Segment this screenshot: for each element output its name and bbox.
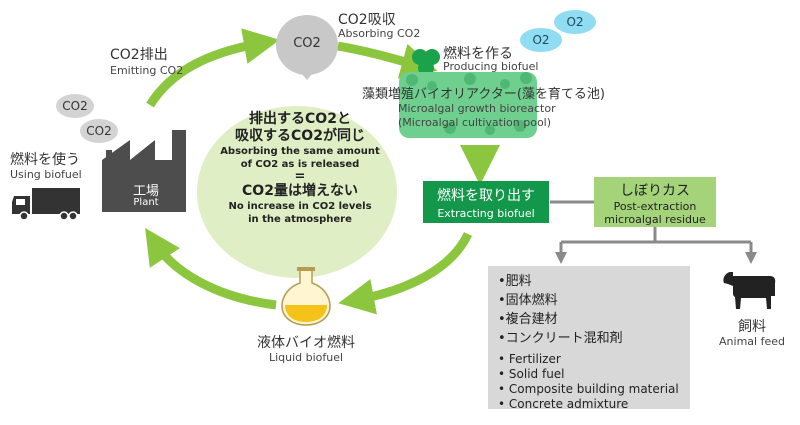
center-circle [197, 106, 397, 278]
center-jp-line2: 吸収するCO2が同じ [235, 128, 365, 144]
o2-bubble: O2 [520, 28, 562, 52]
bioreactor-label-en: Microalgal growth bioreactor [398, 102, 556, 115]
list-item: •固体燃料 [498, 293, 558, 308]
extract-label-en: Extracting biofuel [437, 207, 535, 220]
arrow-balloon-to-algae [337, 41, 438, 79]
co2-balloon [276, 15, 338, 75]
bioreactor-shape [399, 72, 537, 138]
center-en-line4: in the atmosphere [248, 214, 352, 225]
residue-label: しぼりカス [620, 183, 690, 199]
list-item: • Composite building material [498, 382, 679, 396]
center-en-line3: No increase in CO2 levels [228, 201, 372, 212]
residue-box: しぼりカス Post-extraction microalgal residue [594, 177, 716, 227]
co2-emit-label: CO2排出 [110, 47, 168, 63]
center-jp-line1: 排出するCO2と [249, 111, 351, 127]
balloon-knot [302, 74, 312, 80]
truck-icon [12, 188, 80, 221]
o2-bubble: O2 [554, 10, 596, 34]
bioreactor-label-en-sub: (Microalgal cultivation pool) [398, 116, 552, 129]
cow-icon [723, 272, 776, 309]
feed-label: 飼料 [738, 319, 766, 335]
co2-bubble: CO2 [80, 119, 118, 143]
liquid-label: 液体バイオ燃料 [257, 335, 355, 351]
extract-label: 燃料を取り出す [437, 188, 535, 204]
uses-list-en: • Fertilizer • Solid fuel • Composite bu… [498, 352, 690, 412]
center-message: 排出するCO2と 吸収するCO2が同じ Absorbing the same a… [205, 111, 395, 226]
list-item: • Concrete admixture [498, 397, 629, 411]
residue-label-en: Post-extraction [613, 200, 697, 213]
list-item: •肥料 [498, 274, 532, 289]
list-item: • Solid fuel [498, 367, 565, 381]
center-en-line2: of CO2 as is released [240, 159, 360, 170]
residue-label-en-sub: microalgal residue [604, 213, 706, 226]
bioreactor-label: 藻類増殖バイオリアクター(藻を育てる池) [362, 87, 605, 102]
use-fuel-label-en: Using biofuel [10, 168, 82, 181]
arrow-liquid-to-plant [145, 227, 277, 310]
use-fuel-label: 燃料を使う [10, 152, 80, 168]
produce-label: 燃料を作る [443, 46, 513, 62]
factory-icon [102, 130, 186, 212]
co2-absorb-label-en: Absorbing CO2 [338, 27, 421, 40]
list-item: • Fertilizer [498, 352, 561, 366]
center-equals: = [294, 169, 306, 184]
list-item: •コンクリート混和剤 [498, 331, 623, 346]
balloon-label: CO2 [293, 36, 321, 51]
co2-emit-label-en: Emitting CO2 [110, 64, 184, 77]
center-jp-line3: CO2量は増えない [242, 183, 358, 199]
flask-icon [281, 267, 331, 326]
center-en-line1: Absorbing the same amount [220, 146, 380, 157]
plant-label-en: Plant [133, 197, 159, 208]
feed-label-en: Animal feed [719, 335, 785, 348]
arrow-extract-to-liquid [338, 231, 473, 315]
plant-label: 工場 [132, 184, 159, 199]
co2-absorb-label: CO2吸収 [338, 12, 396, 28]
list-item: •複合建材 [498, 312, 558, 327]
uses-list-jp: •肥料 •固体燃料 •複合建材 •コンクリート混和剤 [498, 272, 690, 348]
co2-bubble: CO2 [56, 94, 94, 118]
liquid-label-en: Liquid biofuel [268, 351, 344, 364]
arrow-emit-to-balloon [146, 28, 280, 108]
uses-box: •肥料 •固体燃料 •複合建材 •コンクリート混和剤 • Fertilizer … [488, 266, 690, 412]
produce-label-en: Producing biofuel [443, 60, 539, 73]
extract-box: 燃料を取り出す Extracting biofuel [423, 181, 549, 223]
